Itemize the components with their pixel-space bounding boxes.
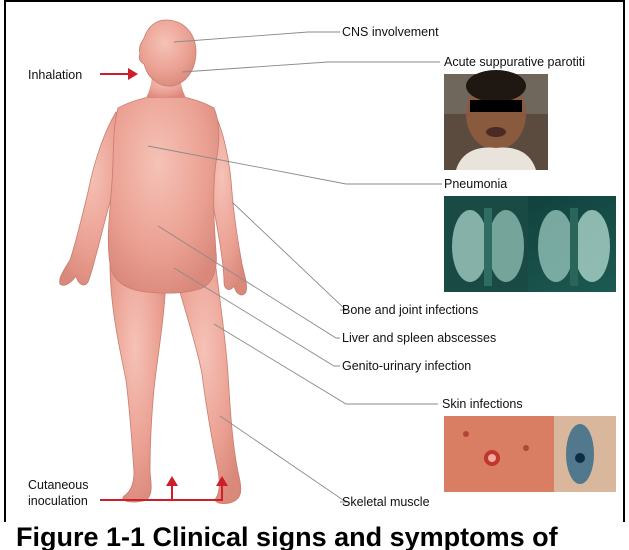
inhalation-arrowhead (128, 68, 138, 80)
label-acute-suppurative-parotitis: Acute suppurative parotiti (444, 55, 585, 69)
clinical-diagram: Inhalation Cutaneous inoculation CNS inv… (6, 2, 623, 526)
label-cns-involvement: CNS involvement (342, 25, 439, 39)
skin-infection-photo (444, 416, 616, 492)
parotitis-patient-photo (444, 70, 548, 170)
label-skin-infections: Skin infections (442, 397, 523, 411)
label-skeletal-muscle: Skeletal muscle (342, 495, 430, 509)
label-genito-urinary-infection: Genito-urinary infection (342, 359, 471, 373)
chest-xray-photo (444, 196, 616, 292)
cutaneous-arrow (100, 476, 228, 500)
label-bone-joint-infections: Bone and joint infections (342, 303, 478, 317)
label-cutaneous-line1: Cutaneous (28, 478, 88, 492)
label-liver-spleen-abscesses: Liver and spleen abscesses (342, 331, 496, 345)
figure-caption: Figure 1-1 Clinical signs and symptoms o… (0, 522, 629, 550)
label-pneumonia: Pneumonia (444, 177, 507, 191)
label-cutaneous-line2: inoculation (28, 494, 88, 508)
label-inhalation: Inhalation (28, 68, 82, 82)
human-body-figure (60, 20, 247, 504)
figure-panel: Inhalation Cutaneous inoculation CNS inv… (4, 0, 625, 528)
